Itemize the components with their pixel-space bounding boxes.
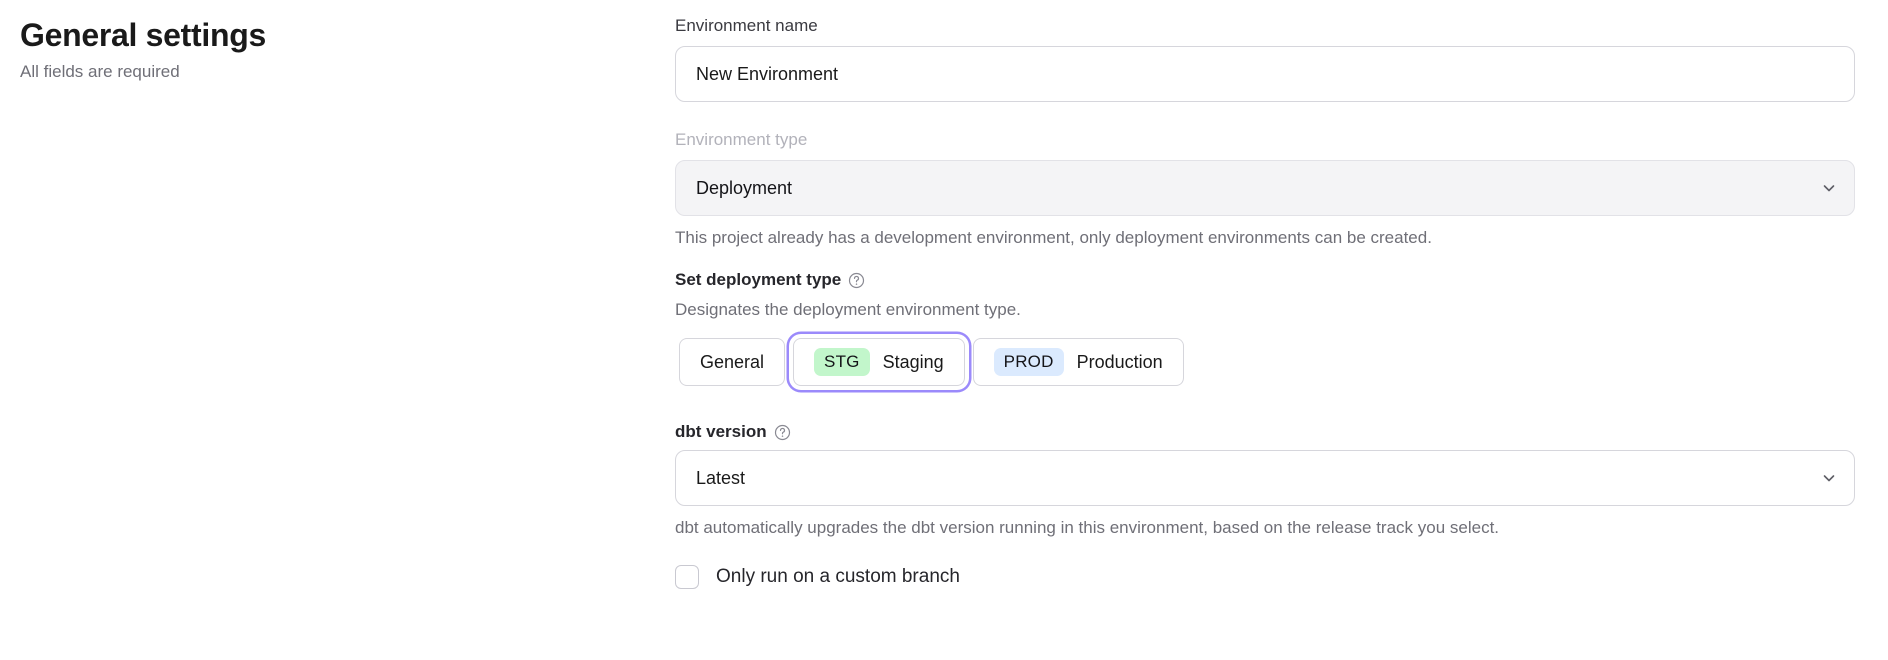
- dbt-version-select[interactable]: Latest: [675, 450, 1855, 506]
- deployment-option-general-label: General: [700, 351, 765, 372]
- custom-branch-label: Only run on a custom branch: [716, 566, 960, 587]
- deployment-option-staging-slot: STG Staging: [789, 334, 969, 390]
- environment-type-select: Deployment: [675, 160, 1855, 216]
- deployment-type-options: General STG Staging PROD Production: [675, 334, 1855, 390]
- dbt-version-label: dbt version: [675, 422, 767, 441]
- deployment-type-label: Set deployment type: [675, 270, 842, 289]
- settings-header: General settings All fields are required: [20, 14, 520, 84]
- deployment-type-field: Set deployment type Designates the deplo…: [675, 268, 1855, 390]
- deployment-type-label-row: Set deployment type: [675, 268, 1855, 292]
- deployment-option-production-slot: PROD Production: [969, 334, 1188, 390]
- deployment-option-staging-label: Staging: [882, 351, 944, 372]
- environment-type-select-value: Deployment: [675, 160, 1855, 216]
- custom-branch-row[interactable]: Only run on a custom branch: [675, 564, 1855, 590]
- environment-type-field: Environment type Deployment This project…: [675, 128, 1855, 250]
- custom-branch-checkbox[interactable]: [675, 565, 699, 589]
- deployment-option-staging[interactable]: STG Staging: [793, 338, 965, 386]
- environment-type-label: Environment type: [675, 130, 808, 149]
- deployment-option-production[interactable]: PROD Production: [972, 338, 1184, 386]
- help-circle-icon[interactable]: [774, 424, 791, 441]
- page-title: General settings: [20, 17, 266, 53]
- deployment-option-general-slot: General: [675, 334, 789, 390]
- production-badge: PROD: [993, 348, 1064, 376]
- staging-badge: STG: [814, 348, 870, 376]
- page-subtitle: All fields are required: [20, 62, 180, 81]
- environment-type-hint: This project already has a development e…: [675, 228, 1432, 247]
- settings-form: Environment name Environment type Deploy…: [675, 14, 1855, 590]
- environment-name-label: Environment name: [675, 16, 818, 35]
- dbt-version-label-row: dbt version: [675, 420, 1855, 444]
- dbt-version-field: dbt version Latest dbt automatically upg…: [675, 420, 1855, 540]
- dbt-version-hint: dbt automatically upgrades the dbt versi…: [675, 518, 1500, 537]
- deployment-option-production-label: Production: [1076, 351, 1163, 372]
- environment-name-field: Environment name: [675, 14, 1855, 102]
- deployment-option-general[interactable]: General: [679, 338, 786, 386]
- deployment-type-description: Designates the deployment environment ty…: [675, 300, 1021, 319]
- environment-name-input[interactable]: [675, 46, 1855, 102]
- dbt-version-select-value: Latest: [675, 450, 1855, 506]
- help-circle-icon[interactable]: [848, 272, 865, 289]
